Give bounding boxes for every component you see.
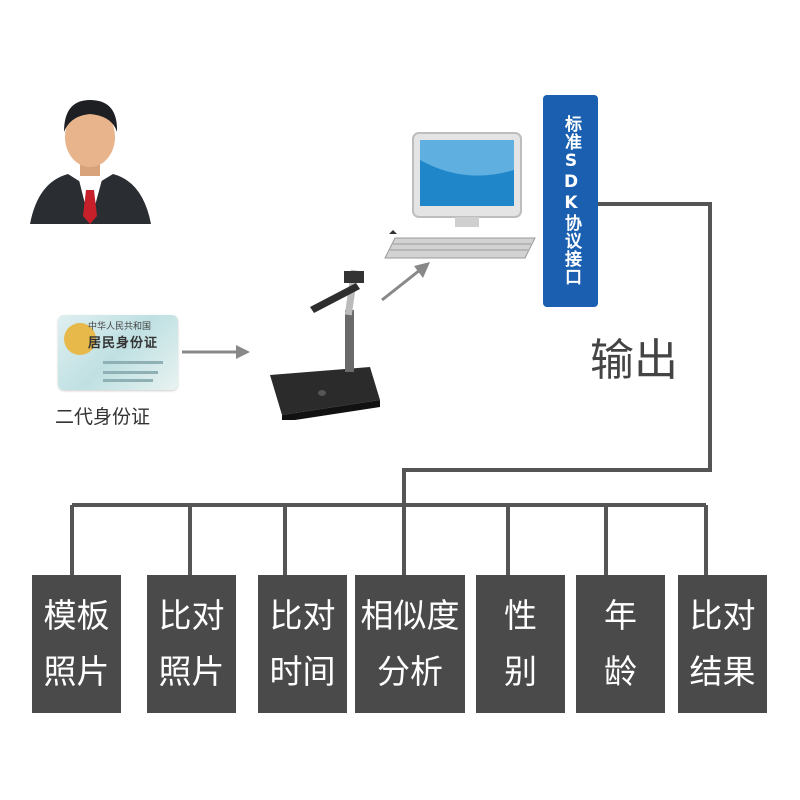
box-line-2: 照片 — [43, 652, 110, 691]
output-connector — [402, 202, 712, 505]
card-detail-line — [103, 371, 158, 374]
emblem-icon — [64, 323, 96, 355]
output-box-template-photo: 模板 照片 — [32, 575, 121, 713]
output-box-compare-photo: 比对 照片 — [147, 575, 236, 713]
card-detail-line — [103, 361, 163, 364]
box-line-2: 别 — [504, 652, 537, 691]
computer-icon — [384, 132, 536, 259]
arrow-card-to-camera — [182, 345, 250, 359]
arrow-camera-to-computer — [381, 262, 430, 302]
output-box-age: 年 龄 — [576, 575, 665, 713]
box-line-1: 比对 — [269, 596, 336, 635]
output-box-similarity: 相似度 分析 — [355, 575, 465, 713]
card-detail-line — [103, 379, 153, 382]
box-line-1: 模板 — [43, 596, 110, 635]
box-line-1: 年 — [604, 596, 637, 635]
box-line-1: 比对 — [689, 596, 756, 635]
box-line-1: 性 — [504, 596, 537, 635]
box-line-1: 相似度 — [360, 596, 460, 635]
card-title-main: 居民身份证 — [88, 336, 159, 351]
box-line-2: 结果 — [689, 652, 756, 691]
box-line-2: 时间 — [269, 652, 336, 691]
document-camera-icon — [270, 269, 380, 420]
box-line-2: 龄 — [604, 652, 637, 691]
id-card-caption: 二代身份证 — [55, 406, 151, 428]
box-line-1: 比对 — [158, 596, 225, 635]
id-card-icon: 中华人民共和国 居民身份证 — [58, 315, 178, 390]
person-icon — [30, 100, 151, 224]
output-box-compare-result: 比对 结果 — [678, 575, 767, 713]
sdk-interface-bar: 标准SDK协议接口 — [543, 95, 598, 307]
box-line-2: 照片 — [158, 652, 225, 691]
sdk-interface-label: 标准SDK协议接口 — [561, 114, 581, 286]
output-box-gender: 性 别 — [476, 575, 565, 713]
output-box-compare-time: 比对 时间 — [258, 575, 347, 713]
output-label: 输出 — [590, 335, 678, 386]
box-line-2: 分析 — [377, 652, 443, 691]
card-title-top: 中华人民共和国 — [88, 322, 152, 332]
